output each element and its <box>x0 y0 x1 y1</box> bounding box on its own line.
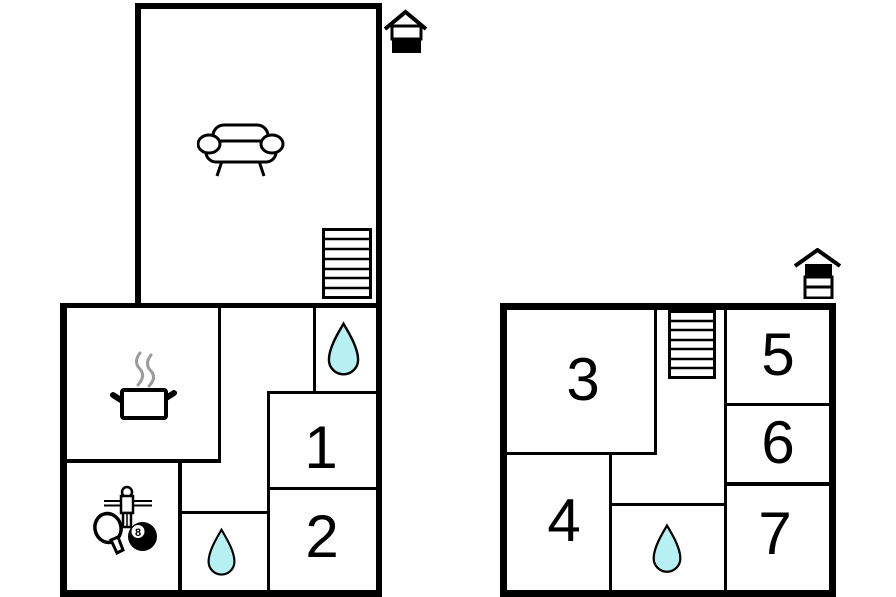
water-drop-icon <box>652 523 682 573</box>
sofa-icon <box>197 123 285 177</box>
wall-segment <box>218 308 221 461</box>
water-drop-icon <box>327 321 360 376</box>
ground-floor-level-icon <box>383 9 428 53</box>
wall-segment <box>60 590 382 597</box>
cooking-pot-icon <box>110 351 177 420</box>
room-1-label: 1 <box>304 414 338 481</box>
wall-segment <box>376 3 382 597</box>
wall-segment <box>267 391 376 394</box>
wall-segment <box>182 511 270 514</box>
upper-floor-level-icon <box>793 248 841 299</box>
wall-segment <box>654 310 657 455</box>
room-6-label: 6 <box>761 409 795 476</box>
game-room-icon: 8 <box>93 485 157 556</box>
room-3-label: 3 <box>566 346 600 413</box>
wall-segment <box>609 455 612 590</box>
water-drop-icon <box>207 527 236 576</box>
wall-segment <box>829 303 836 597</box>
wall-segment <box>67 459 221 463</box>
stairs-icon <box>668 310 716 379</box>
billiard-eight-ball-icon: 8 <box>128 522 157 551</box>
eight-ball-number: 8 <box>135 527 141 539</box>
wall-segment <box>612 503 727 506</box>
room-2-label: 2 <box>305 503 339 570</box>
wall-segment <box>727 482 829 486</box>
wall-segment <box>507 452 657 455</box>
room-5-label: 5 <box>761 321 795 388</box>
room-7-label: 7 <box>758 500 792 567</box>
wall-segment <box>267 487 376 490</box>
wall-segment <box>313 308 316 394</box>
wall-segment <box>135 3 141 308</box>
wall-segment <box>135 3 382 9</box>
wall-segment <box>500 590 836 597</box>
wall-segment <box>267 391 270 590</box>
room-4-label: 4 <box>547 487 581 554</box>
wall-segment <box>500 303 836 310</box>
wall-segment <box>724 310 727 590</box>
wall-segment <box>60 303 382 308</box>
wall-segment <box>727 403 829 406</box>
wall-segment <box>178 461 182 590</box>
wall-segment <box>500 303 507 597</box>
stairs-icon <box>322 228 372 299</box>
wall-segment <box>60 303 67 597</box>
